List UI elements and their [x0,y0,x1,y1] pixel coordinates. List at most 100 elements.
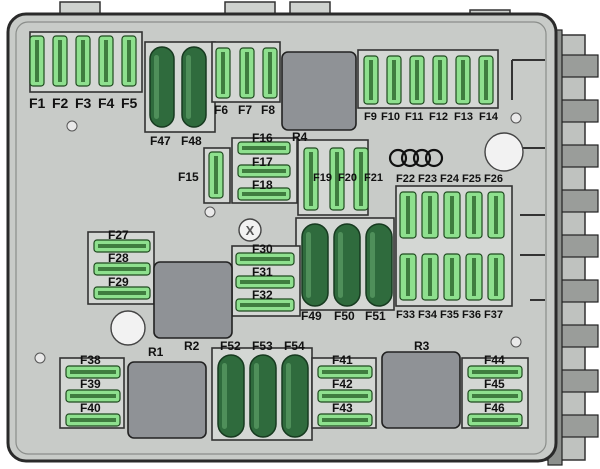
fuse-F30 [235,252,295,266]
label-F3: F3 [75,95,92,111]
label-F47: F47 [150,134,171,148]
label-F26: F26 [484,173,503,185]
fuse-F10 [386,55,402,105]
relay-r4 [281,51,357,131]
label-F1: F1 [29,95,46,111]
label-F41: F41 [332,353,353,367]
maxi-fuse-F52 [217,354,245,438]
fuse-F35 [443,253,461,301]
label-F51: F51 [365,309,386,323]
fuse-F37 [487,253,505,301]
fuse-F23 [421,191,439,239]
label-F38: F38 [80,353,101,367]
label-F25: F25 [462,173,481,185]
fuse-F42 [317,389,373,403]
fuse-F3 [75,35,91,87]
label-layer: F1 F2 F3 F4 F5 F6 F7 F8 R4 F9 F10 F11 F1… [29,95,505,415]
label-F24: F24 [440,173,460,185]
label-F23: F23 [418,173,437,185]
label-F31: F31 [252,265,273,279]
svg-text:X: X [246,223,255,238]
fuse-F13 [455,55,471,105]
label-F7: F7 [238,103,252,117]
label-F18: F18 [252,178,273,192]
label-F9: F9 [364,111,377,123]
label-F28: F28 [108,251,129,265]
fuse-F6 [215,47,231,99]
label-F5: F5 [121,95,138,111]
label-F32: F32 [252,288,273,302]
fuse-F44 [467,365,523,379]
label-F50: F50 [334,309,355,323]
fuse-F21 [353,147,369,211]
maxi-fuse-F51 [365,223,393,307]
maxi-fuse-F50 [333,223,361,307]
fuse-layer [29,35,523,438]
fuse-F26 [487,191,505,239]
fuse-F4 [98,35,114,87]
fuse-F11 [409,55,425,105]
fuse-F40 [65,413,121,427]
label-F20: F20 [338,172,357,184]
fuse-F16 [237,141,291,155]
relays [127,51,461,439]
fuse-F22 [399,191,417,239]
fuse-F36 [465,253,483,301]
label-F34: F34 [418,309,438,321]
label-F43: F43 [332,401,353,415]
label-F15: F15 [178,170,199,184]
label-F33: F33 [396,309,415,321]
label-F46: F46 [484,401,505,415]
label-F29: F29 [108,275,129,289]
fuse-F38 [65,365,121,379]
fuse-F9 [363,55,379,105]
label-F40: F40 [80,401,101,415]
housing-ribs [511,59,545,301]
label-F52: F52 [220,339,241,353]
mounting-screws: X [34,112,524,364]
fuse-F34 [421,253,439,301]
label-F53: F53 [252,339,273,353]
fuse-F7 [239,47,255,99]
maxi-fuse-F48 [181,46,207,128]
fuse-F39 [65,389,121,403]
relay-r2 [153,261,233,339]
fuse-F32 [235,298,295,312]
label-F45: F45 [484,377,505,391]
fuse-F43 [317,413,373,427]
label-F19: F19 [313,172,332,184]
fuse-F41 [317,365,373,379]
fuse-F15 [208,151,224,199]
label-F35: F35 [440,309,459,321]
fuse-F8 [262,47,278,99]
fuse-F24 [443,191,461,239]
label-R3: R3 [414,339,430,353]
fuse-F1 [29,35,45,87]
label-F8: F8 [261,103,275,117]
fuse-F25 [465,191,483,239]
maxi-fuse-F47 [149,46,175,128]
maxi-fuse-F53 [249,354,277,438]
fuse-F31 [235,275,295,289]
fuse-F29 [93,286,151,300]
label-F22: F22 [396,173,415,185]
audi-logo [388,148,444,168]
label-F6: F6 [214,103,228,117]
maxi-fuse-F54 [281,354,309,438]
fuse-F2 [52,35,68,87]
label-F49: F49 [301,309,322,323]
label-F37: F37 [484,309,503,321]
label-F4: F4 [98,95,115,111]
label-F13: F13 [454,111,473,123]
label-F27: F27 [108,228,129,242]
fuse-F17 [237,164,291,178]
label-F21: F21 [364,172,383,184]
maxi-fuse-F49 [301,223,329,307]
fuse-F14 [478,55,494,105]
label-F54: F54 [284,339,305,353]
label-F11: F11 [405,111,423,123]
fuse-F28 [93,262,151,276]
label-F14: F14 [479,111,499,123]
label-F48: F48 [181,134,202,148]
